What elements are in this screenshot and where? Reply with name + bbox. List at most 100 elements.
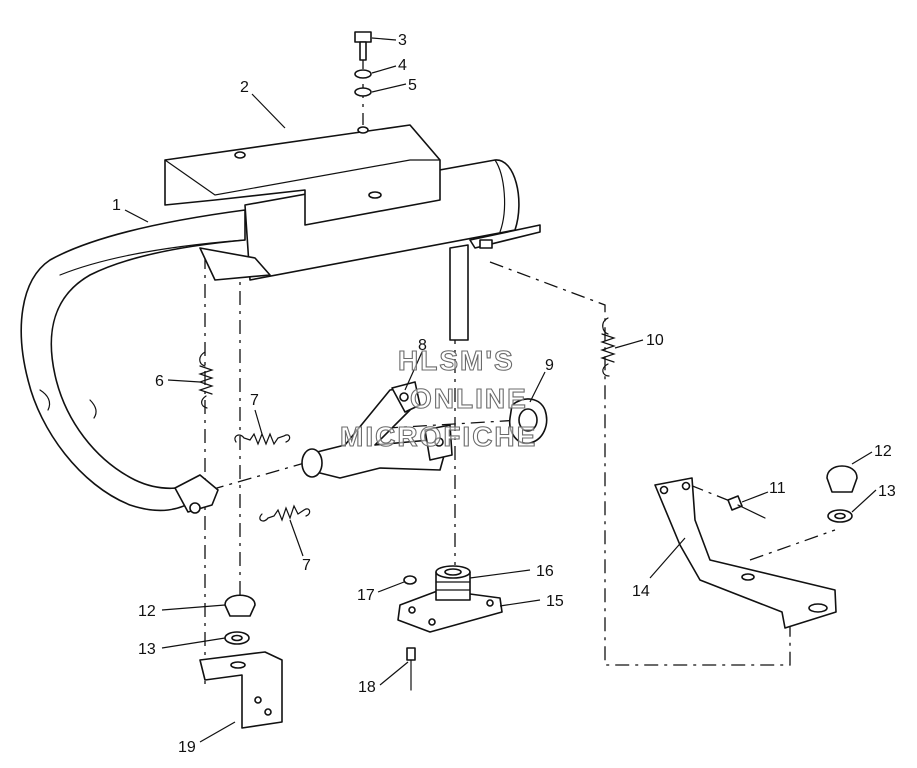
spring-6-coils [198, 365, 214, 395]
callout-leaders [124, 37, 877, 743]
part-13-grommet-right [827, 509, 853, 523]
callout-13-left: 13 [138, 641, 156, 658]
watermark-line-2: ONLINE [410, 383, 528, 414]
part-11-bolt [727, 495, 766, 519]
part-8-manifold [301, 381, 453, 479]
spring-7-lower-coils [259, 504, 311, 522]
heat-shield-hole-2 [357, 126, 369, 134]
bracket-19-hole-1 [254, 696, 262, 704]
part-12-bumper-right [826, 465, 858, 493]
callout-7-lower: 7 [302, 557, 311, 574]
callout-10: 10 [646, 332, 664, 349]
muffler-bracket-tab [479, 239, 493, 249]
callout-8: 8 [418, 337, 427, 354]
leader-4 [371, 65, 397, 74]
part-1-exhaust-pipe [20, 209, 246, 514]
mount-plate-hole-3 [428, 618, 436, 626]
callout-11: 11 [769, 480, 786, 497]
callout-6: 6 [155, 373, 164, 390]
callout-12-left: 12 [138, 603, 156, 620]
part-18-stud [406, 647, 416, 691]
gasket-port [518, 408, 538, 432]
bracket-14-hole-2 [681, 481, 691, 491]
callout-4: 4 [398, 57, 407, 74]
exhaust-pipe-seam [59, 239, 246, 276]
spring-6-hook-bottom [201, 395, 208, 409]
spring-6-hook-top [199, 351, 206, 367]
assembly-line-pipe [209, 459, 316, 491]
watermark-line-1: HLSM'S [398, 345, 515, 376]
bracket-14-hole-3 [741, 573, 755, 581]
bracket-19-hole-top [230, 661, 246, 669]
leader-8 [404, 351, 423, 391]
heat-shield-fold [164, 159, 441, 196]
muffler-canister [199, 159, 541, 341]
part-7-spring-lower [259, 504, 311, 522]
bracket-19-body [199, 651, 283, 729]
leader-7a [254, 409, 263, 435]
leader-3 [371, 37, 397, 41]
leader-15 [499, 599, 541, 607]
watermark-line-3: MICROFICHE [340, 421, 537, 452]
spring-10-coils [600, 333, 616, 363]
part-2-heat-shield [164, 124, 441, 226]
part-10-spring [600, 317, 616, 377]
callout-numbers: 1 2 3 4 5 6 7 7 8 9 10 11 12 13 14 15 16… [112, 32, 896, 756]
callout-1: 1 [112, 197, 121, 214]
leader-1 [124, 209, 149, 223]
leader-12b [851, 451, 873, 465]
manifold-inlet [301, 448, 323, 478]
leader-17 [377, 581, 405, 593]
leader-11 [741, 491, 769, 503]
grommet-right-hole [834, 512, 846, 520]
part-6-spring [198, 351, 214, 409]
spring-10-hook-bottom [602, 363, 610, 377]
heat-shield-slot [368, 191, 382, 199]
part-5-lock-washer [354, 87, 372, 97]
bumper-left [224, 594, 256, 617]
leader-12a [161, 604, 226, 611]
manifold-flange-top-hole [399, 392, 409, 402]
callout-7-upper: 7 [250, 392, 259, 409]
part-16-rubber-mount [435, 565, 471, 601]
exhaust-pipe-crease-2 [89, 399, 97, 419]
part-14-bracket [654, 477, 837, 629]
mount-plate-hole-1 [408, 606, 416, 614]
spring-7-upper-coils [234, 432, 291, 446]
bracket-14-body [654, 477, 837, 629]
exhaust-pipe-crease-1 [39, 389, 51, 411]
leader-2 [251, 93, 286, 129]
callout-12-right: 12 [874, 443, 892, 460]
assembly-line-grommet-13 [749, 529, 836, 561]
bracket-19-hole-2 [264, 708, 272, 716]
watermark: HLSM'S ONLINE MICROFICHE [339, 344, 537, 452]
part-3-bolt [354, 31, 372, 61]
callout-19: 19 [178, 739, 196, 756]
callout-2: 2 [240, 79, 249, 96]
leader-13b [851, 489, 877, 513]
part-13-grommet-left [224, 631, 250, 645]
callout-14: 14 [632, 583, 650, 600]
callout-3: 3 [398, 32, 407, 49]
leader-19 [199, 721, 236, 743]
nut-17 [403, 575, 417, 585]
heat-shield-body [164, 124, 441, 226]
callout-5: 5 [408, 77, 417, 94]
callout-16: 16 [536, 563, 554, 580]
part-12-bumper-left [224, 594, 256, 617]
part-19-bracket [199, 651, 283, 729]
leader-13a [161, 637, 226, 649]
spring-10-hook-top [602, 317, 609, 335]
stud-18-head [406, 647, 416, 661]
leader-10 [614, 339, 644, 349]
callout-17: 17 [357, 587, 375, 604]
callout-18: 18 [358, 679, 376, 696]
part-7-spring-upper [234, 432, 291, 446]
assembly-line-spring-right [489, 261, 791, 666]
rubber-mount-ribs [435, 581, 471, 591]
part-17-nut [403, 575, 417, 585]
part-9-gasket [508, 398, 548, 445]
bolt-11-shank [737, 504, 766, 519]
